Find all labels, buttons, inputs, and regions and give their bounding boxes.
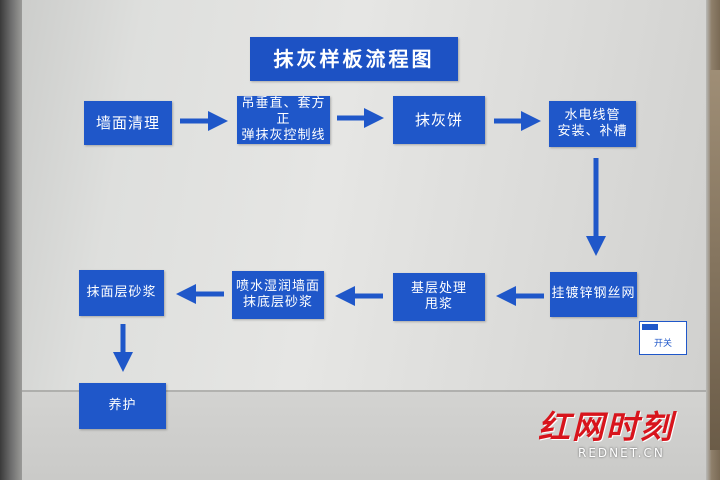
left-wall-edge — [0, 0, 22, 480]
switch-sign: 开关 — [639, 321, 687, 355]
wall-seam — [0, 390, 720, 392]
step-curing: 养护 — [79, 383, 166, 429]
step-plumb-square-marking: 吊垂直、套方正 弹抹灰控制线 — [237, 96, 330, 144]
flowchart-title: 抹灰样板流程图 — [250, 37, 458, 81]
switch-sign-logo — [642, 324, 658, 330]
step-galvanized-mesh: 挂镀锌钢丝网 — [550, 272, 637, 317]
step-finish-mortar: 抹面层砂浆 — [79, 270, 164, 316]
step-plaster-dots: 抹灰饼 — [393, 96, 485, 144]
step-wall-cleaning: 墙面清理 — [84, 101, 172, 145]
switch-sign-label: 开关 — [653, 339, 672, 349]
right-door-frame — [706, 0, 720, 480]
step-conduit-install: 水电线管 安装、补槽 — [549, 101, 636, 147]
watermark-sub: REDNET.CN — [578, 446, 665, 460]
watermark-logo: 红网时刻 REDNET.CN — [538, 408, 708, 468]
step-wet-wall-base-mortar: 喷水湿润墙面 抹底层砂浆 — [232, 271, 324, 319]
step-base-treatment: 基层处理 甩浆 — [393, 273, 485, 321]
watermark-main: 红网时刻 — [538, 408, 675, 446]
